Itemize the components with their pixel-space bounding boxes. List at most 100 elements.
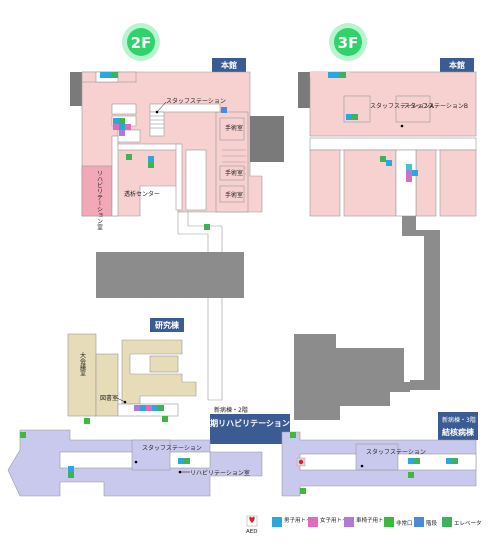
- male-wc-icon: [140, 405, 146, 411]
- svg-text:新病棟・3階: 新病棟・3階: [442, 416, 476, 424]
- exit-icon: [119, 118, 125, 124]
- male-wc-icon: [412, 170, 418, 176]
- exit-icon: [84, 418, 90, 424]
- svg-text:非常口: 非常口: [396, 519, 413, 527]
- male-wc-icon: [68, 466, 74, 472]
- male-wc-icon: [106, 72, 112, 78]
- floor-2f-label: 2F: [131, 34, 152, 52]
- conference-room-label: 大会議室: [79, 351, 86, 376]
- surgery-room-1-label: 手術室: [225, 124, 243, 132]
- svg-text:階段: 階段: [426, 519, 438, 527]
- svg-text:本館: 本館: [220, 60, 237, 70]
- surgery-room-2-label: 手術室: [225, 169, 243, 177]
- rehab-room-label: リハビリテーション室: [96, 170, 103, 230]
- legend: AED 男子用トイレ 女子用トイレ 車椅子用トイレ 非常口 階段 エレベータ: [246, 515, 482, 535]
- legend-elevator: エレベータ: [442, 517, 482, 527]
- elevator-icon: [380, 156, 386, 162]
- corridor-2f: [177, 211, 223, 401]
- main-building-3f: [298, 71, 477, 217]
- outdoor-block-3f: [294, 334, 410, 420]
- legend-stairs: 階段: [414, 517, 438, 527]
- staff-station-b-marker: [400, 124, 404, 128]
- male-wc-icon: [152, 405, 158, 411]
- staff-station-new-2f-label: スタッフステーション: [142, 444, 202, 452]
- male-wc-icon: [408, 458, 414, 464]
- exit-icon: [20, 432, 26, 438]
- svg-text:結核病棟: 結核病棟: [442, 427, 475, 437]
- new-3f-facilities: [290, 432, 458, 494]
- elevator-icon: [340, 72, 346, 78]
- elevator-icon: [352, 114, 358, 120]
- male-wc-icon: [119, 124, 125, 130]
- corridor-3f: [402, 216, 440, 390]
- exit-icon: [162, 416, 168, 422]
- female-wc-icon: [146, 405, 152, 411]
- floor-3f-badge: 3F: [329, 23, 367, 61]
- legend-male-wc: 男子用トイレ: [272, 517, 317, 527]
- male-wc-icon: [148, 156, 154, 162]
- svg-text:本館: 本館: [448, 60, 465, 70]
- research-building-tag: 研究棟: [150, 318, 184, 332]
- male-wc-icon: [272, 517, 282, 527]
- floor-2f-badge: 2F: [122, 23, 160, 61]
- svg-text:AED: AED: [246, 529, 257, 535]
- stairs-icon: [221, 107, 227, 113]
- elevator-icon: [112, 72, 118, 78]
- legend-multi-wc: 車椅子用トイレ: [344, 516, 395, 527]
- floor-3f-label: 3F: [338, 34, 359, 52]
- main-2f-facilities: [100, 72, 227, 168]
- dialysis-center-label: 透析センター: [124, 190, 160, 198]
- legend-exit: 非常口: [384, 517, 413, 527]
- research-facilities: [134, 405, 168, 422]
- staff-station-new-3f-label: スタッフステーション: [366, 448, 426, 456]
- main-building-2f: [70, 71, 284, 217]
- library-label: 図書室: [100, 394, 118, 402]
- new-building-3f-tag: 新病棟・3階 結核病棟: [438, 412, 478, 440]
- male-wc-icon: [446, 458, 452, 464]
- elevator-icon: [126, 154, 132, 160]
- new-building-2f-tag: 新病棟・2階 回復期リハビリテーション病棟: [194, 406, 307, 444]
- male-wc-icon: [334, 72, 340, 78]
- staff-station-new-3f-marker: [360, 464, 364, 468]
- female-wc-icon: [113, 124, 119, 130]
- multi-wc-icon: [119, 130, 125, 136]
- staff-station-b-label: スタッフステーションB: [404, 102, 468, 110]
- stairs-icon: [414, 517, 424, 527]
- aed-icon: [298, 459, 304, 465]
- svg-text:回復期リハビリテーション病棟: 回復期リハビリテーション病棟: [194, 418, 307, 428]
- svg-text:車椅子用トイレ: 車椅子用トイレ: [356, 516, 395, 524]
- elevator-icon: [442, 517, 452, 527]
- elevator-icon: [452, 458, 458, 464]
- rehab-room-new-label: リハビリテーション室: [190, 469, 250, 477]
- multi-wc-icon: [406, 170, 412, 176]
- multi-wc-icon: [134, 405, 140, 411]
- elevator-icon: [68, 472, 74, 478]
- svg-text:女子用トイレ: 女子用トイレ: [320, 516, 353, 524]
- new-2f-facilities: [20, 418, 190, 478]
- male-wc-icon: [386, 160, 392, 166]
- male-wc-icon: [100, 72, 106, 78]
- multi-wc-icon: [406, 164, 412, 170]
- staff-station-2f-label: スタッフステーション: [166, 97, 226, 105]
- staff-station-new-2f-marker: [134, 460, 138, 464]
- male-wc-icon: [346, 114, 352, 120]
- aed-icon: [249, 516, 255, 523]
- exit-icon: [290, 432, 296, 438]
- elevator-icon: [204, 224, 210, 230]
- exit-icon: [300, 488, 306, 494]
- male-wc-icon: [113, 118, 119, 124]
- female-wc-icon: [308, 517, 318, 527]
- legend-aed: AED: [246, 515, 257, 535]
- female-wc-icon: [406, 176, 412, 182]
- exit-icon: [408, 472, 414, 478]
- main-3f-facilities: [328, 72, 418, 182]
- multi-wc-icon: [344, 517, 354, 527]
- elevator-icon: [148, 162, 154, 168]
- male-wc-icon: [178, 458, 184, 464]
- exit-icon: [384, 517, 394, 527]
- main-building-2f-tag: 本館: [212, 58, 246, 72]
- svg-text:男子用トイレ: 男子用トイレ: [284, 517, 317, 524]
- staff-station-a-label: スタッフステーションA: [370, 102, 435, 110]
- female-wc-icon: [125, 124, 131, 130]
- svg-text:新病棟・2階: 新病棟・2階: [214, 406, 248, 414]
